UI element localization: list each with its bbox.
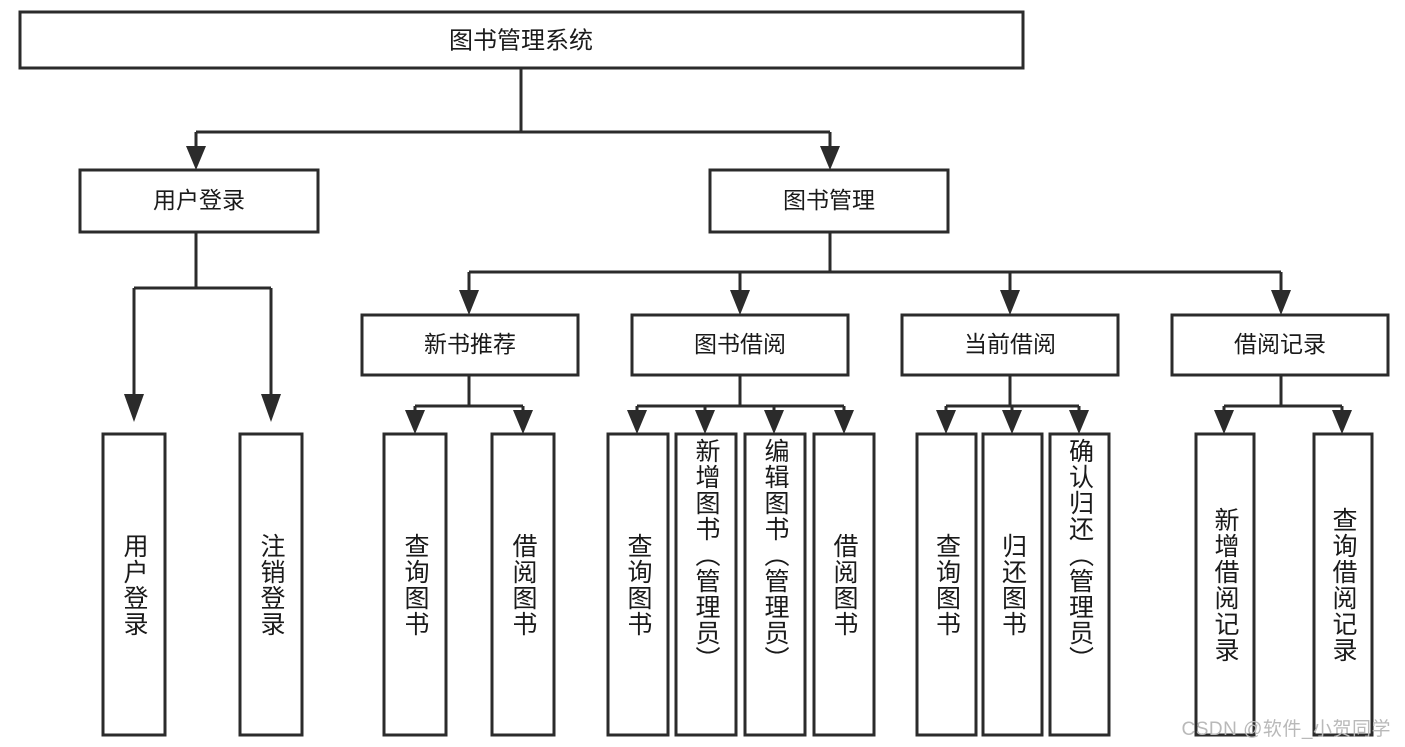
leaf-box-book-borrow-3[interactable] xyxy=(743,432,807,737)
node-new-book-recommend-box[interactable] xyxy=(360,313,580,377)
node-book-management-label: 图书管理 xyxy=(783,187,875,213)
node-book-management-box[interactable] xyxy=(708,168,950,234)
node-current-borrow-box[interactable] xyxy=(900,313,1120,377)
leaf-box-new-book-1[interactable] xyxy=(382,432,448,737)
node-book-borrow-label: 图书借阅 xyxy=(694,331,786,357)
leaf-box-new-book-2[interactable] xyxy=(490,432,556,737)
leaf-box-book-borrow-2[interactable] xyxy=(674,432,738,737)
leaf-box-user-login-2[interactable] xyxy=(238,432,304,737)
node-root-box[interactable] xyxy=(18,10,1025,70)
connector-borrowrecord-to-leaves xyxy=(1214,375,1352,434)
connector-bookborrow-to-leaves xyxy=(627,375,854,434)
leaf-box-user-login-1[interactable] xyxy=(101,432,167,737)
node-new-book-recommend-label: 新书推荐 xyxy=(424,331,516,357)
connector-newbook-to-leaves xyxy=(405,375,533,434)
connector-userlogin-to-leaves xyxy=(124,232,281,422)
leaf-box-borrow-record-2[interactable] xyxy=(1312,432,1374,737)
leaf-box-current-borrow-1[interactable] xyxy=(915,432,978,737)
node-user-login-label: 用户登录 xyxy=(153,187,245,213)
connector-root-to-level2 xyxy=(186,68,840,170)
leaf-box-borrow-record-1[interactable] xyxy=(1194,432,1256,737)
node-borrow-record-label: 借阅记录 xyxy=(1234,331,1326,357)
node-book-borrow-box[interactable] xyxy=(630,313,850,377)
leaf-box-book-borrow-4[interactable] xyxy=(812,432,876,737)
node-root-label: 图书管理系统 xyxy=(449,27,593,54)
csdn-watermark: CSDN @软件_小贺同学 xyxy=(1181,719,1391,740)
connector-bookmgmt-to-level3 xyxy=(459,232,1291,315)
leaf-box-current-borrow-2[interactable] xyxy=(981,432,1044,737)
connector-currentborrow-to-leaves xyxy=(936,375,1089,434)
leaf-box-book-borrow-1[interactable] xyxy=(606,432,670,737)
node-current-borrow-label: 当前借阅 xyxy=(964,331,1056,357)
leaf-box-current-borrow-3[interactable] xyxy=(1048,432,1111,737)
node-user-login-box[interactable] xyxy=(78,168,320,234)
node-borrow-record-box[interactable] xyxy=(1170,313,1390,377)
